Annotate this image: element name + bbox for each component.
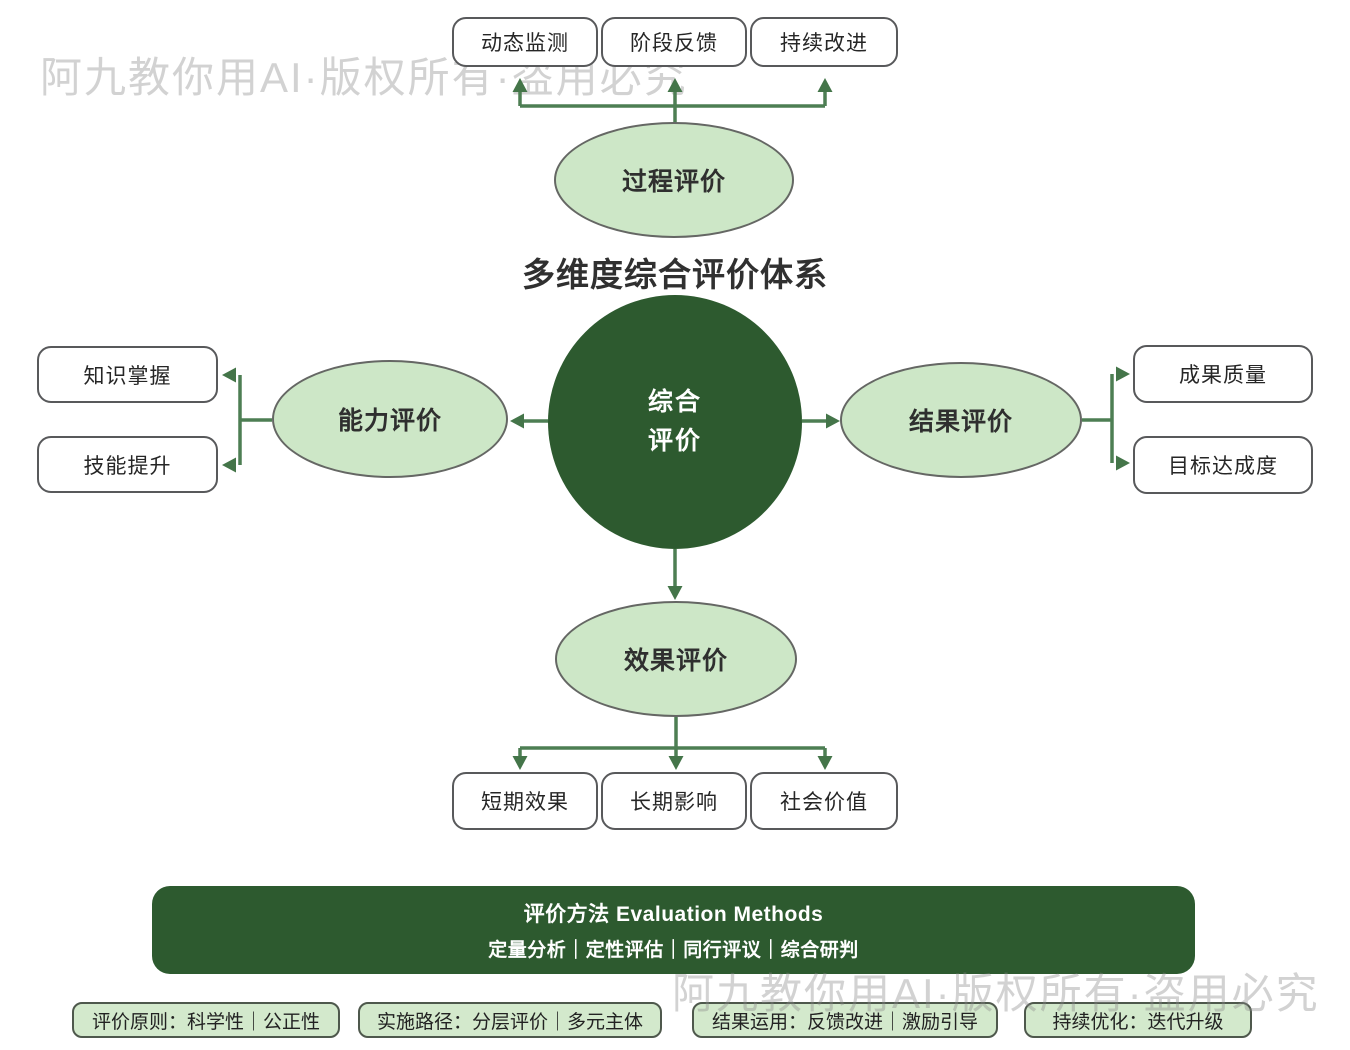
node-result-label: 结果评价 [908,408,1013,436]
arrowhead-down-icon [667,586,683,600]
arrowhead-left-icon [222,457,236,473]
leaf-social-value: 社会价值 [750,772,898,830]
methods-banner-title: 评价方法 Evaluation Methods [523,903,824,926]
chip-implementation-path: 实施路径：分层评价｜多元主体 [358,1002,662,1038]
arrowhead-down-icon [817,756,833,770]
arrowhead-down-icon [512,756,528,770]
leaf-dynamic-monitoring: 动态监测 [452,17,598,67]
leaf-goal-achievement: 目标达成度 [1133,436,1313,494]
arrowhead-right-icon [826,413,840,429]
arrowhead-right-icon [1116,366,1130,382]
leaf-knowledge-mastery: 知识掌握 [37,346,218,403]
node-ability-evaluation: 能力评价 [272,360,508,478]
arrowhead-down-icon [668,756,684,770]
diagram-title: 多维度综合评价体系 [522,256,828,293]
arrowhead-left-icon [222,367,236,383]
arrowhead-up-icon [667,78,683,92]
leaf-long-term-impact: 长期影响 [601,772,747,830]
connector-group-left [222,367,272,473]
arrowhead-left-icon [510,413,524,429]
chip-continuous-optimization: 持续优化：迭代升级 [1024,1002,1252,1038]
connector-group-top [512,78,833,123]
arrowhead-right-icon [1116,455,1130,471]
arrowhead-up-icon [817,78,833,92]
methods-banner: 评价方法 Evaluation Methods 定量分析｜定性评估｜同行评议｜综… [152,886,1195,974]
center-label-line1: 综合 [647,388,702,417]
leaf-continuous-improvement: 持续改进 [750,17,898,67]
leaf-short-term-effect: 短期效果 [452,772,598,830]
leaf-skill-improvement: 技能提升 [37,436,218,493]
node-result-evaluation: 结果评价 [840,362,1082,478]
node-effect-label: 效果评价 [623,647,728,675]
chip-result-application: 结果运用：反馈改进｜激励引导 [692,1002,998,1038]
watermark-bottom: 阿九教你用AI·版权所有·盗用必究 [672,970,1320,1017]
connector-group-center [510,413,840,600]
connector-group-right [1082,366,1130,471]
methods-banner-items: 定量分析｜定性评估｜同行评议｜综合研判 [488,940,859,961]
connector-group-bottom [512,717,833,770]
arrowhead-up-icon [512,78,528,92]
center-node: 综合 评价 [548,295,802,549]
node-process-label: 过程评价 [621,168,726,196]
node-ability-label: 能力评价 [337,407,442,435]
node-process-evaluation: 过程评价 [554,122,794,238]
leaf-stage-feedback: 阶段反馈 [601,17,747,67]
node-effect-evaluation: 效果评价 [555,601,797,717]
chip-evaluation-principles: 评价原则：科学性｜公正性 [72,1002,340,1038]
leaf-outcome-quality: 成果质量 [1133,345,1313,403]
center-label-line2: 评价 [647,427,702,455]
